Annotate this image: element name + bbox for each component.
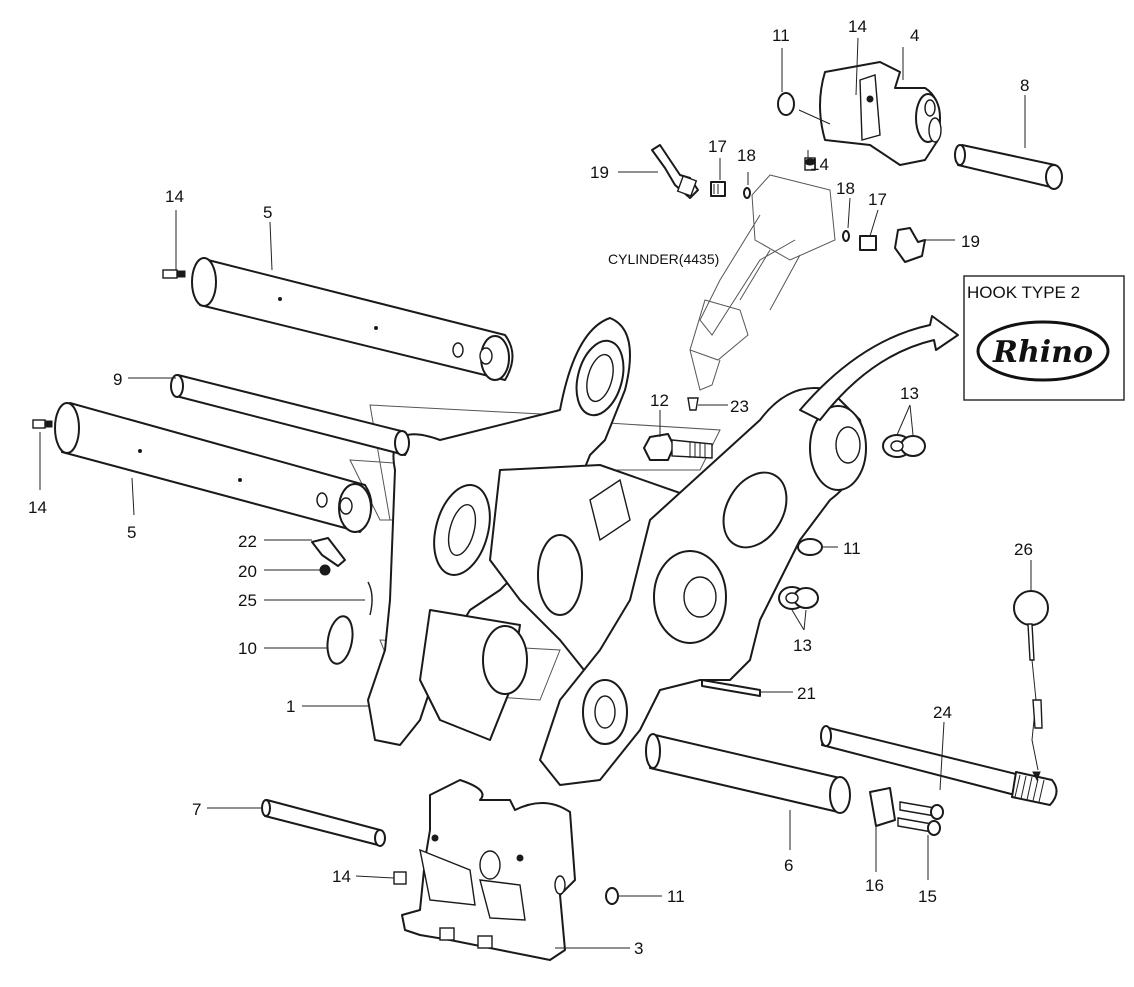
cylinder-label: CYLINDER(4435) — [608, 251, 719, 267]
pin-7 — [261, 799, 386, 847]
elbow-fitting-19a — [651, 144, 699, 199]
callout-label: 14 — [810, 155, 829, 174]
callout-label: 16 — [865, 876, 884, 895]
callout-label: 18 — [737, 146, 756, 165]
rhino-logo-text: Rhino — [992, 335, 1093, 370]
arrow-to-hook-type — [799, 315, 959, 421]
callout-label: 20 — [238, 562, 257, 581]
o-ring-11a — [777, 92, 795, 116]
bolt-15 — [897, 801, 944, 836]
grease-fitting-14c — [804, 157, 816, 171]
callout-label: 21 — [797, 684, 816, 703]
grease-fitting-14b — [32, 419, 53, 429]
callout-label: 19 — [961, 232, 980, 251]
adapter-17b — [859, 235, 877, 251]
spring-pin-25 — [367, 581, 373, 616]
grease-fitting-14e — [393, 871, 407, 885]
roll-pin-21 — [701, 679, 761, 697]
callout-label: 12 — [650, 391, 669, 410]
callout-label: 6 — [784, 856, 793, 875]
pin-6 — [645, 733, 851, 814]
fitting-23 — [687, 397, 699, 411]
callout-label: 8 — [1020, 76, 1029, 95]
callout-label: 11 — [667, 887, 685, 906]
grease-fitting-14a — [162, 269, 186, 279]
callout-label: 11 — [772, 26, 790, 45]
pin-8 — [954, 144, 1063, 190]
callout-label: 14 — [848, 17, 867, 36]
callout-label: 14 — [28, 498, 47, 517]
o-ring-11c — [605, 887, 619, 905]
pin-9 — [170, 374, 410, 456]
snap-ring-10 — [326, 615, 354, 665]
screw-20 — [319, 564, 331, 576]
callout-label: 18 — [836, 179, 855, 198]
hook-type-box — [963, 275, 1125, 401]
callout-label: 25 — [238, 591, 257, 610]
nut-13b — [778, 586, 819, 610]
callout-label: 3 — [634, 939, 643, 958]
elbow-fitting-19b — [894, 227, 926, 263]
callout-label: 14 — [332, 867, 351, 886]
callout-label: 19 — [590, 163, 609, 182]
plate-16 — [869, 787, 896, 827]
callout-label: 17 — [708, 137, 727, 156]
callout-label: 23 — [730, 397, 749, 416]
o-ring-11b — [797, 538, 823, 556]
callout-label: 10 — [238, 639, 257, 658]
nut-13a — [882, 434, 926, 458]
pin-5-upper — [191, 257, 514, 381]
hook-3 — [401, 779, 576, 961]
leader-lines — [39, 37, 1032, 949]
main-frame — [367, 317, 867, 786]
callout-label: 7 — [192, 800, 201, 819]
callout-label: 26 — [1014, 540, 1033, 559]
seal-18a — [743, 187, 751, 199]
cylinder-ghost — [689, 174, 836, 391]
callout-label: 13 — [900, 384, 919, 403]
callout-label: 13 — [793, 636, 812, 655]
callout-label: 1 — [286, 697, 295, 716]
callout-label: 14 — [165, 187, 184, 206]
callout-label: 11 — [843, 539, 861, 558]
callout-label: 17 — [868, 190, 887, 209]
latch-22 — [311, 537, 346, 567]
callout-label: 5 — [127, 523, 136, 542]
callout-label: 9 — [113, 370, 122, 389]
callout-label: 24 — [933, 703, 952, 722]
bolt-12 — [643, 433, 713, 461]
callout-label: 15 — [918, 887, 937, 906]
ring-pin-26 — [1013, 590, 1049, 782]
callout-label: 4 — [910, 26, 919, 45]
callout-label: 5 — [263, 203, 272, 222]
callout-labels: 11 14 4 8 19 17 18 14 18 17 19 14 5 9 14… — [28, 17, 1033, 958]
callout-label: 22 — [238, 532, 257, 551]
pin-5-lower — [54, 402, 373, 533]
hook-type-title: HOOK TYPE 2 — [967, 283, 1080, 302]
adapter-17a — [710, 181, 726, 197]
seal-18b — [842, 230, 850, 242]
part-4-block — [819, 61, 942, 166]
lock-pin-24 — [820, 725, 1058, 806]
